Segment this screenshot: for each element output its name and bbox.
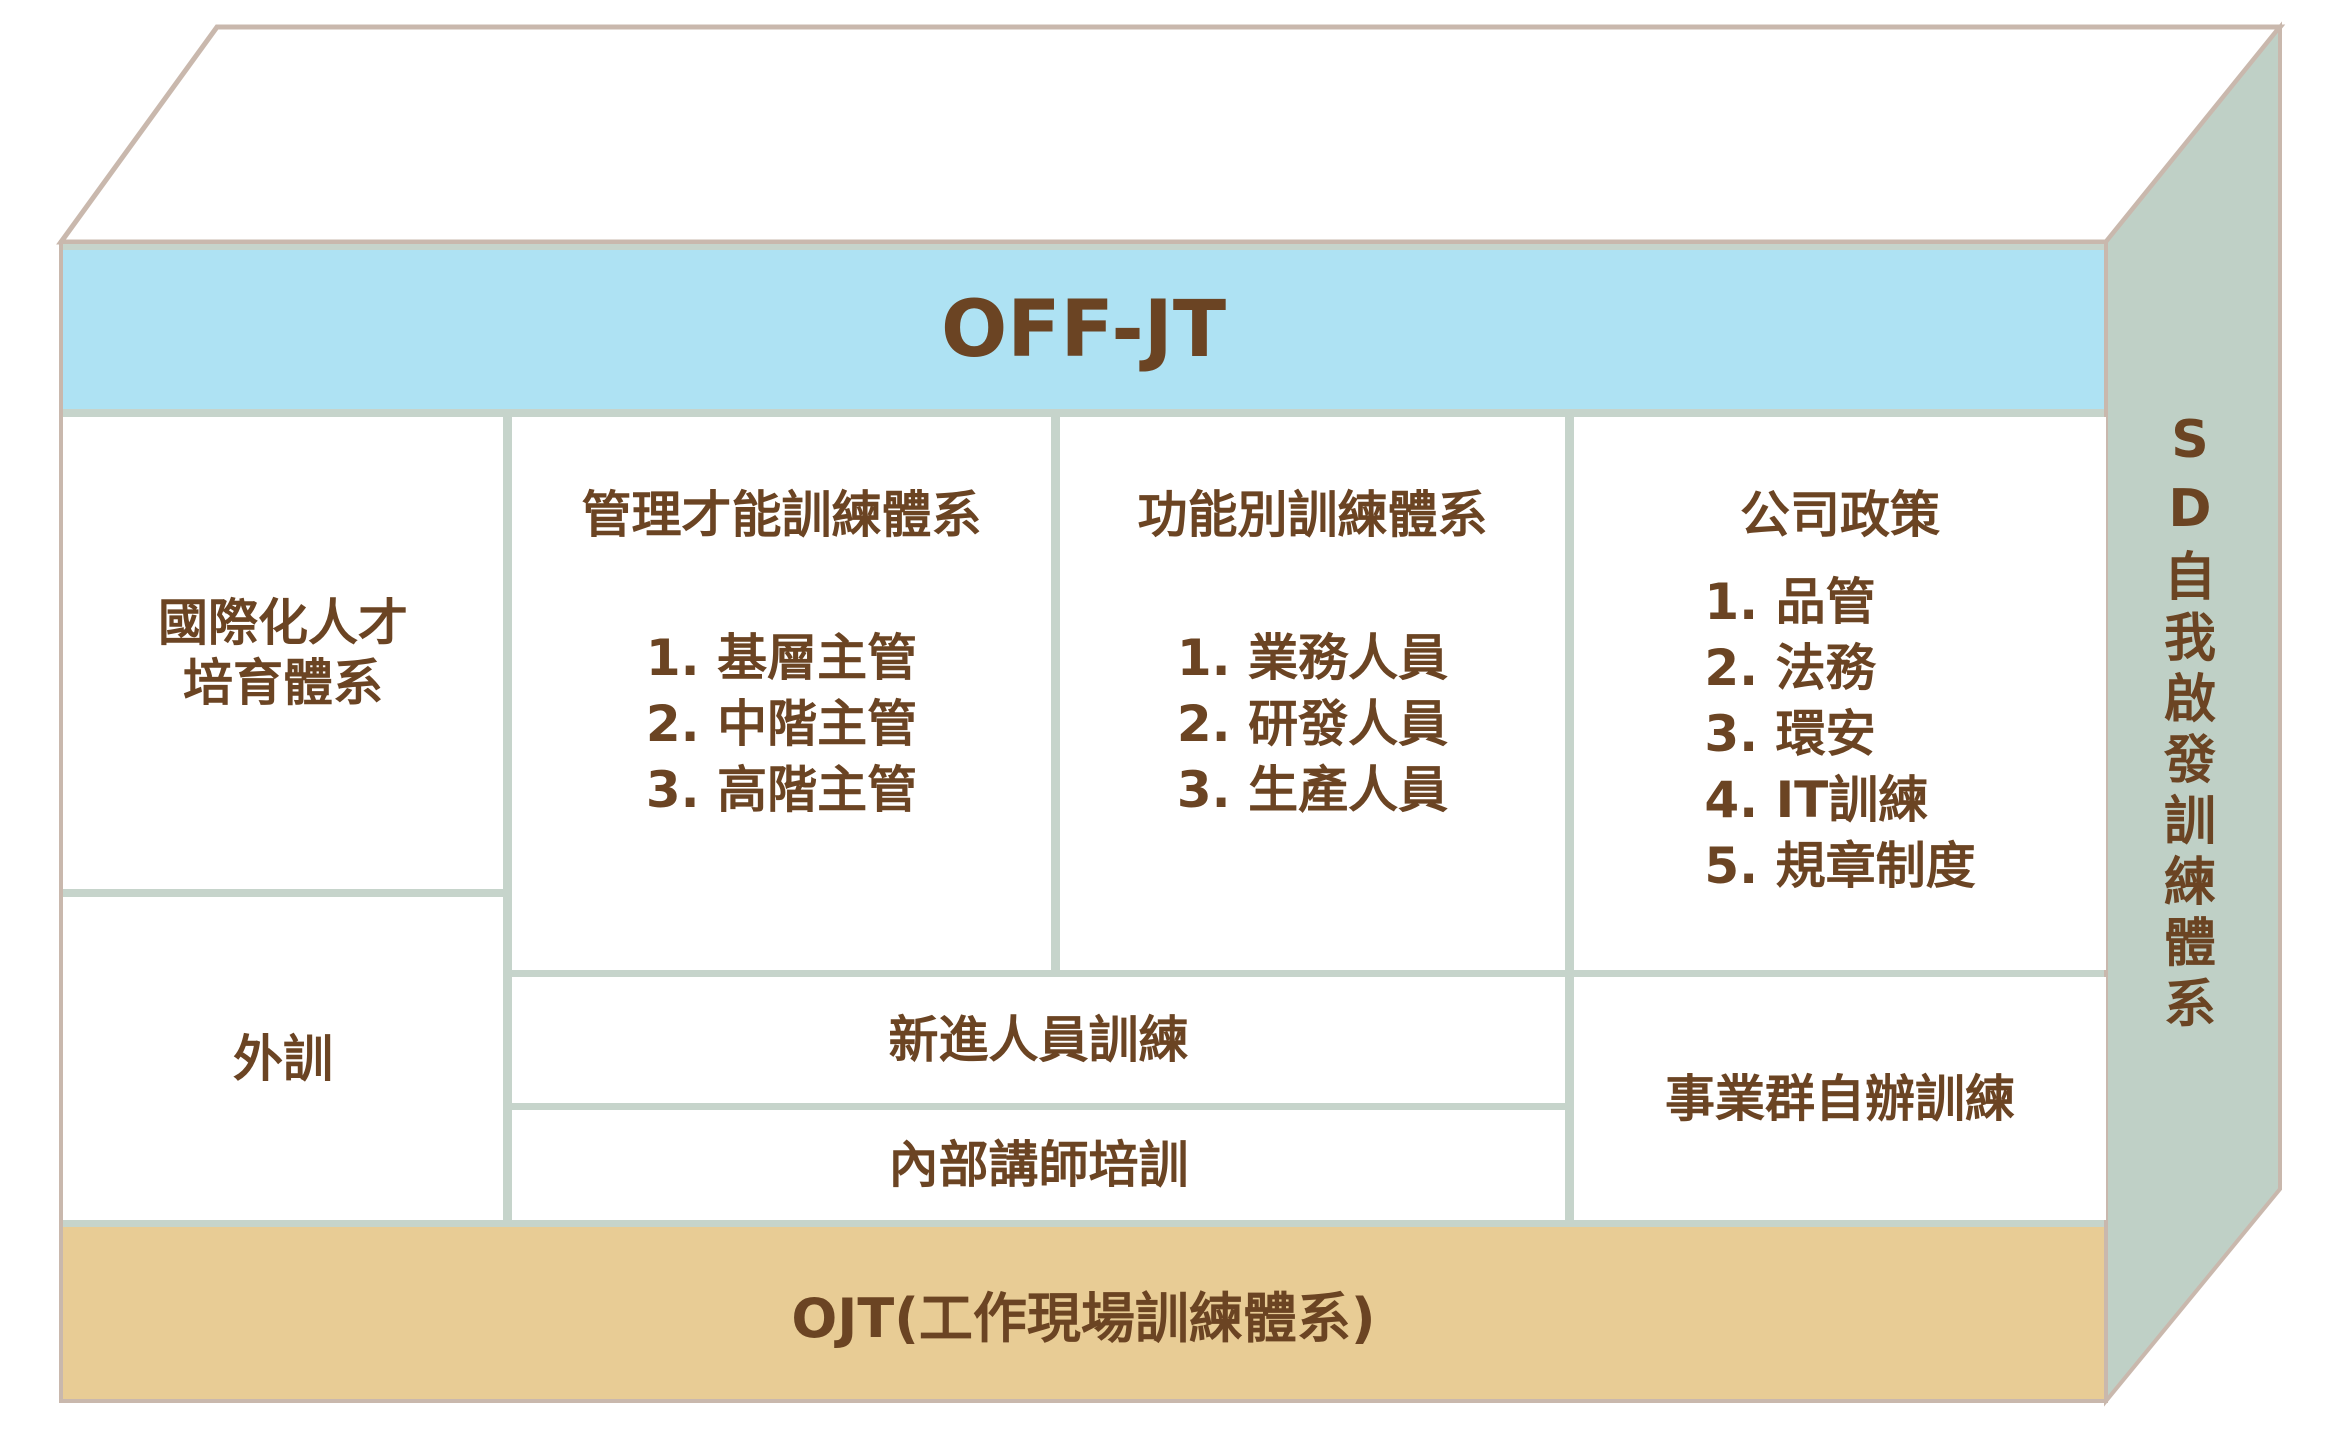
sd-label-char: 練 <box>2163 853 2216 913</box>
international-line1: 國際化人才 <box>158 594 408 652</box>
off-jt-label: OFF-JT <box>940 284 1227 375</box>
sd-label-char: 發 <box>2163 731 2216 791</box>
sd-label-char: 我 <box>2163 609 2216 669</box>
sd-label-char: 訓 <box>2163 792 2216 852</box>
sd-label-char: 自 <box>2163 548 2216 608</box>
management-list: 1. 基層主管 2. 中階主管 3. 高階主管 <box>646 625 917 823</box>
international-line2: 培育體系 <box>183 654 383 712</box>
functional-cell: 功能別訓練體系 1. 業務人員 2. 研發人員 3. 生產人員 <box>1060 417 1565 970</box>
sd-label-char: D <box>2168 479 2212 539</box>
list-item: 1. 基層主管 <box>645 629 918 687</box>
list-item: 3. 環安 <box>1704 705 1876 763</box>
list-item: 1. 業務人員 <box>1176 629 1449 687</box>
external-training-label: 外訓 <box>233 1029 333 1088</box>
list-item: 4. IT訓練 <box>1704 771 1929 829</box>
international-talent-cell: 國際化人才 培育體系 <box>63 417 503 889</box>
sd-label-char: 體 <box>2163 914 2216 974</box>
box-top-face <box>56 24 2286 245</box>
new-hire-cell: 新進人員訓練 <box>512 977 1565 1103</box>
business-group-label: 事業群自辦訓練 <box>1665 1069 2015 1128</box>
sd-label-char: S <box>2171 410 2209 470</box>
list-item: 1. 品管 <box>1704 573 1876 631</box>
list-item: 3. 生產人員 <box>1176 761 1449 819</box>
policy-cell: 公司政策 1. 品管 2. 法務 3. 環安 4. IT訓練 5. 規章制度 <box>1574 417 2106 970</box>
list-item: 2. 研發人員 <box>1176 695 1449 753</box>
functional-list: 1. 業務人員 2. 研發人員 3. 生產人員 <box>1177 625 1448 823</box>
business-group-cell: 事業群自辦訓練 <box>1574 977 2106 1220</box>
list-item: 3. 高階主管 <box>645 761 918 819</box>
internal-trainer-label: 內部講師培訓 <box>888 1136 1189 1194</box>
policy-list: 1. 品管 2. 法務 3. 環安 4. IT訓練 5. 規章制度 <box>1704 569 1975 899</box>
off-jt-band: OFF-JT <box>63 250 2104 409</box>
internal-trainer-cell: 內部講師培訓 <box>512 1110 1565 1220</box>
sd-label-char: 啟 <box>2163 670 2216 730</box>
external-training-cell: 外訓 <box>63 897 503 1220</box>
new-hire-label: 新進人員訓練 <box>888 1011 1189 1069</box>
management-title: 管理才能訓練體系 <box>581 486 982 544</box>
sd-label-char: 系 <box>2163 975 2216 1035</box>
list-item: 5. 規章制度 <box>1704 837 1976 895</box>
ojt-label: OJT(工作現場訓練體系) <box>791 1286 1376 1350</box>
list-item: 2. 法務 <box>1704 639 1876 697</box>
management-cell: 管理才能訓練體系 1. 基層主管 2. 中階主管 3. 高階主管 <box>512 417 1051 970</box>
policy-title: 公司政策 <box>1740 486 1940 544</box>
ojt-band: OJT(工作現場訓練體系) <box>63 1227 2104 1399</box>
functional-title: 功能別訓練體系 <box>1137 486 1488 544</box>
list-item: 2. 中階主管 <box>645 695 918 753</box>
